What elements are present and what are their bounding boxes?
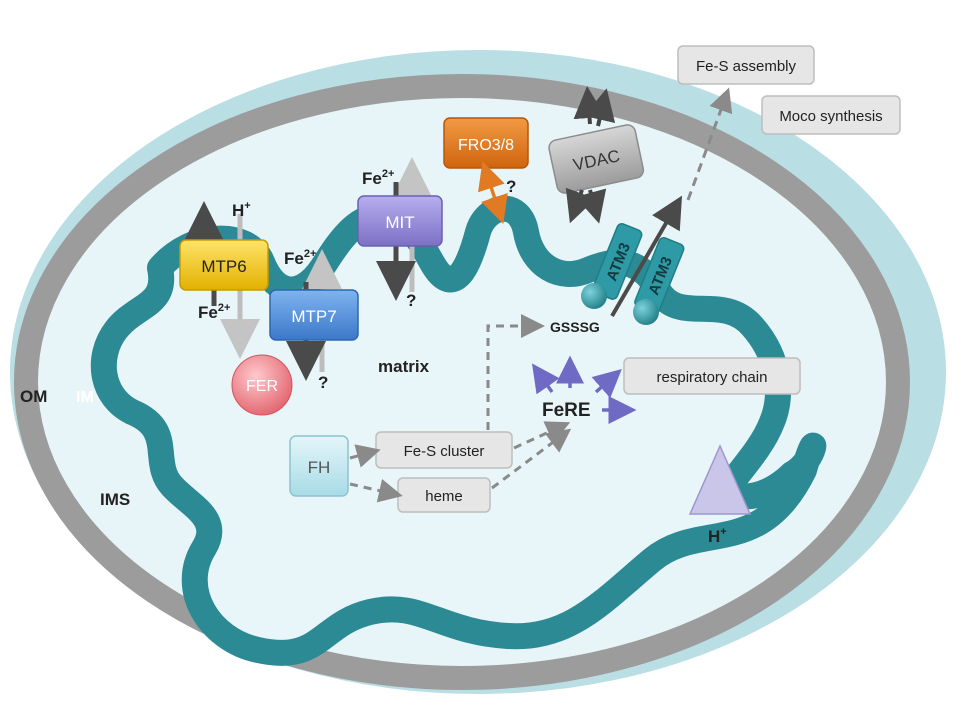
moco-synthesis-box: Moco synthesis — [761, 95, 901, 135]
respiratory-chain-box: respiratory chain — [623, 357, 801, 395]
fere-arrow-upright — [591, 369, 622, 399]
fes-cluster-text: Fe-S cluster — [404, 443, 485, 460]
atm3-transporter: ATM3 ATM3 — [581, 223, 685, 325]
fes-assembly-text: Fe-S assembly — [696, 58, 797, 75]
respiratory-chain-text: respiratory chain — [657, 369, 768, 386]
gssg-dashed-arrow — [486, 314, 545, 430]
mtp6-fe-label: Fe2+ — [198, 302, 230, 322]
fes-assembly-box: Fe-S assembly — [677, 45, 815, 85]
bottom-h-label: H+ — [708, 526, 727, 546]
mtp6-protein: MTP6 — [179, 239, 269, 291]
mit-fe-label: Fe2+ — [362, 168, 394, 188]
vdac-arrow-up-left — [573, 86, 606, 125]
fh-to-fes-arrow — [349, 444, 381, 468]
fh-label: FH — [308, 458, 331, 477]
fer-protein: FER — [231, 354, 293, 416]
mtp7-question: ? — [318, 373, 328, 392]
mtp7-fe-label: Fe2+ — [284, 248, 316, 268]
mit-label: MIT — [385, 213, 414, 232]
mtp7-protein: MTP7 — [269, 289, 359, 341]
fro-label: FRO3/8 — [458, 137, 514, 154]
fes-cluster-box: Fe-S cluster — [375, 431, 513, 469]
fro-question: ? — [506, 177, 516, 196]
ims-label: IMS — [100, 490, 130, 509]
im-label: IM — [76, 389, 94, 406]
mtp6-h-label: H+ — [232, 200, 251, 220]
fro-double-arrow — [478, 161, 508, 224]
fro-protein: FRO3/8 — [443, 117, 529, 169]
proton-pump-triangle — [688, 444, 752, 515]
fh-to-heme-arrow — [349, 478, 403, 503]
vdac-protein: VDAC — [548, 124, 645, 194]
matrix-label: matrix — [378, 357, 430, 376]
heme-box: heme — [397, 477, 491, 513]
fere-label: FeRE — [542, 400, 591, 421]
fere-arrow-left — [531, 363, 560, 395]
gssg-label: GSSSG — [550, 319, 600, 335]
mtp6-label: MTP6 — [201, 257, 246, 276]
fer-label: FER — [246, 378, 278, 395]
mtp7-label: MTP7 — [291, 307, 336, 326]
export-dashed-arrow — [686, 87, 733, 201]
om-label: OM — [20, 387, 47, 406]
mit-question: ? — [406, 291, 416, 310]
moco-synthesis-text: Moco synthesis — [779, 108, 882, 125]
heme-to-fere-arrow — [491, 428, 572, 490]
heme-text: heme — [425, 488, 463, 505]
vdac-arrow-down-right — [575, 188, 607, 224]
atm3-export-arrow — [610, 195, 683, 318]
mit-protein: MIT — [357, 195, 443, 247]
fh-protein: FH — [289, 435, 349, 497]
